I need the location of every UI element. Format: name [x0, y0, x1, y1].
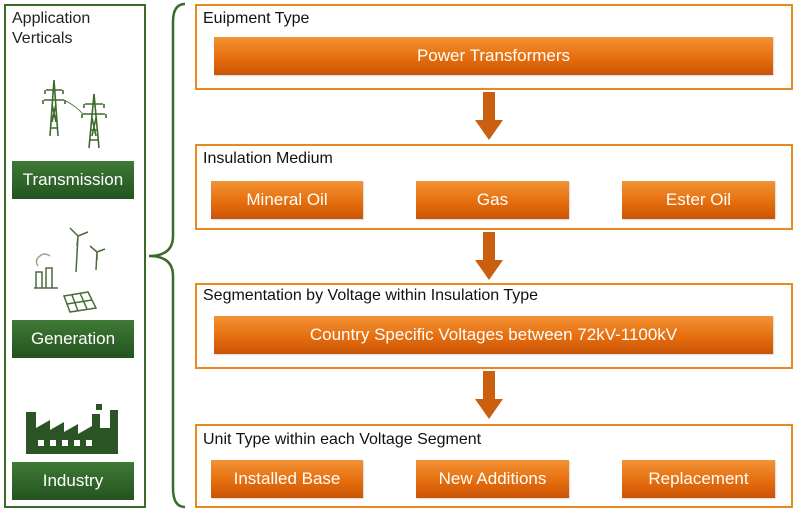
gas-box: Gas — [416, 181, 569, 219]
factory-icon — [24, 402, 122, 454]
section-title: Euipment Type — [203, 10, 310, 27]
installed-base-box: Installed Base — [211, 460, 363, 498]
replacement-box: Replacement — [622, 460, 775, 498]
transmission-label: Transmission — [12, 161, 134, 199]
new-additions-box: New Additions — [416, 460, 569, 498]
transmission-tower-icon — [36, 76, 116, 152]
curly-brace — [143, 0, 188, 511]
mineral-oil-box: Mineral Oil — [211, 181, 363, 219]
down-arrow-icon — [473, 92, 505, 142]
down-arrow-icon — [473, 232, 505, 282]
country-specific-voltages-box: Country Specific Voltages between 72kV-1… — [214, 316, 773, 354]
industry-label: Industry — [12, 462, 134, 500]
down-arrow-icon — [473, 371, 505, 421]
section-title: Unit Type within each Voltage Segment — [203, 431, 482, 448]
section-title: Segmentation by Voltage within Insulatio… — [203, 287, 539, 304]
power-generation-icon — [30, 222, 116, 316]
section-title: Insulation Medium — [203, 150, 333, 167]
ester-oil-box: Ester Oil — [622, 181, 775, 219]
power-transformers-box: Power Transformers — [214, 37, 773, 75]
panel-title: Application Verticals — [12, 10, 91, 47]
generation-label: Generation — [12, 320, 134, 358]
